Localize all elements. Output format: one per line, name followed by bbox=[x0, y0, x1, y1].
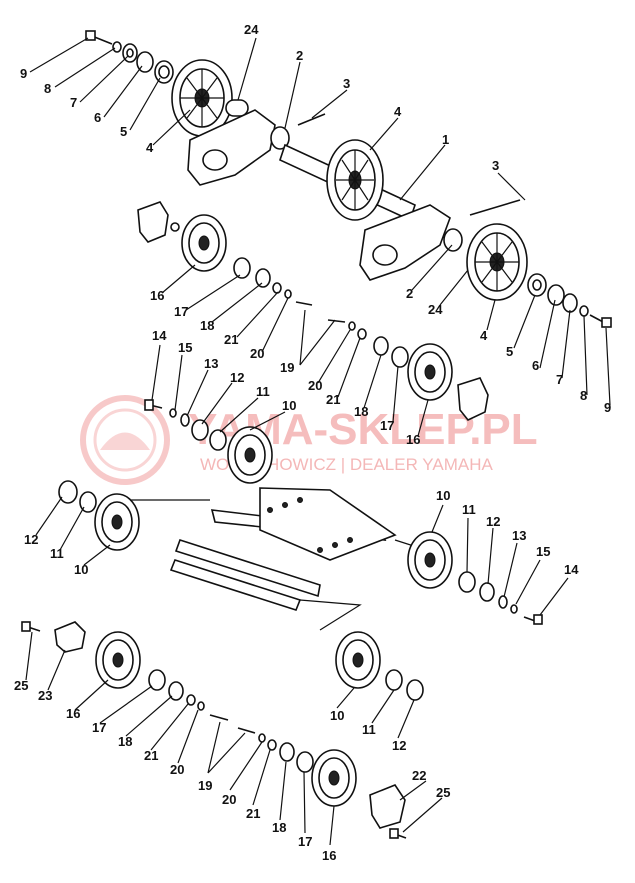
front-idler-assembly bbox=[137, 201, 489, 484]
callout-label: 4 bbox=[394, 104, 402, 119]
callout-label: 11 bbox=[256, 384, 270, 399]
watermark-logo-icon bbox=[80, 395, 170, 485]
callout-label: 14 bbox=[564, 562, 579, 577]
callout-label: 12 bbox=[392, 738, 406, 753]
callout-label: 21 bbox=[246, 806, 260, 821]
callout-label: 20 bbox=[222, 792, 236, 807]
callout-label: 16 bbox=[150, 288, 164, 303]
callout-label: 8 bbox=[580, 388, 587, 403]
callout-label: 12 bbox=[486, 514, 500, 529]
callout-label: 25 bbox=[436, 785, 450, 800]
callout-label: 18 bbox=[272, 820, 286, 835]
callout-label: 19 bbox=[198, 778, 212, 793]
callout-label: 13 bbox=[512, 528, 526, 543]
callout-label: 6 bbox=[532, 358, 539, 373]
callout-label: 18 bbox=[354, 404, 368, 419]
callout-label: 4 bbox=[146, 140, 154, 155]
callout-label: 15 bbox=[178, 340, 192, 355]
callout-label: 21 bbox=[144, 748, 158, 763]
watermark-subtitle: WOJCICHOWICZ | DEALER YAMAHA bbox=[200, 455, 493, 474]
callout-label: 17 bbox=[92, 720, 106, 735]
drive-axle-assembly bbox=[85, 30, 612, 328]
callout-label: 5 bbox=[506, 344, 513, 359]
callout-label: 21 bbox=[224, 332, 238, 347]
callout-label: 16 bbox=[66, 706, 80, 721]
callout-label: 23 bbox=[38, 688, 52, 703]
suspension-frame-assembly bbox=[58, 480, 543, 631]
callout-label: 11 bbox=[50, 546, 64, 561]
callout-label: 7 bbox=[70, 95, 77, 110]
callout-label: 14 bbox=[152, 328, 167, 343]
callout-label: 10 bbox=[436, 488, 450, 503]
callout-label: 18 bbox=[200, 318, 214, 333]
callout-label: 1 bbox=[442, 132, 449, 147]
callout-label: 4 bbox=[480, 328, 488, 343]
callout-label: 16 bbox=[322, 848, 336, 863]
callout-label: 20 bbox=[308, 378, 322, 393]
callout-label: 20 bbox=[170, 762, 184, 777]
callout-label: 13 bbox=[204, 356, 218, 371]
callout-label: 25 bbox=[14, 678, 28, 693]
callout-label: 9 bbox=[20, 66, 27, 81]
callout-label: 17 bbox=[380, 418, 394, 433]
callout-label: 2 bbox=[406, 286, 413, 301]
callout-label: 3 bbox=[343, 76, 350, 91]
callout-label: 5 bbox=[120, 124, 127, 139]
callout-label: 21 bbox=[326, 392, 340, 407]
callout-label: 10 bbox=[330, 708, 344, 723]
callout-label: 19 bbox=[280, 360, 294, 375]
callout-labels: 24 2 3 9 8 7 6 5 4 4 1 3 2 24 4 5 6 7 8 … bbox=[14, 22, 611, 863]
callout-label: 18 bbox=[118, 734, 132, 749]
callout-label: 11 bbox=[362, 722, 376, 737]
callout-label: 6 bbox=[94, 110, 101, 125]
callout-label: 17 bbox=[298, 834, 312, 849]
callout-label: 9 bbox=[604, 400, 611, 415]
callout-label: 17 bbox=[174, 304, 188, 319]
callout-label: 24 bbox=[244, 22, 259, 37]
leader-lines bbox=[25, 37, 611, 846]
callout-label: 15 bbox=[536, 544, 550, 559]
callout-label: 2 bbox=[296, 48, 303, 63]
callout-label: 12 bbox=[24, 532, 38, 547]
callout-label: 7 bbox=[556, 372, 563, 387]
callout-label: 3 bbox=[492, 158, 499, 173]
callout-label: 12 bbox=[230, 370, 244, 385]
callout-label: 16 bbox=[406, 432, 420, 447]
callout-label: 8 bbox=[44, 81, 51, 96]
rear-idler-assembly bbox=[21, 621, 424, 839]
callout-label: 11 bbox=[462, 502, 476, 517]
callout-label: 10 bbox=[74, 562, 88, 577]
callout-label: 20 bbox=[250, 346, 264, 361]
callout-label: 24 bbox=[428, 302, 443, 317]
callout-label: 22 bbox=[412, 768, 426, 783]
callout-label: 10 bbox=[282, 398, 296, 413]
